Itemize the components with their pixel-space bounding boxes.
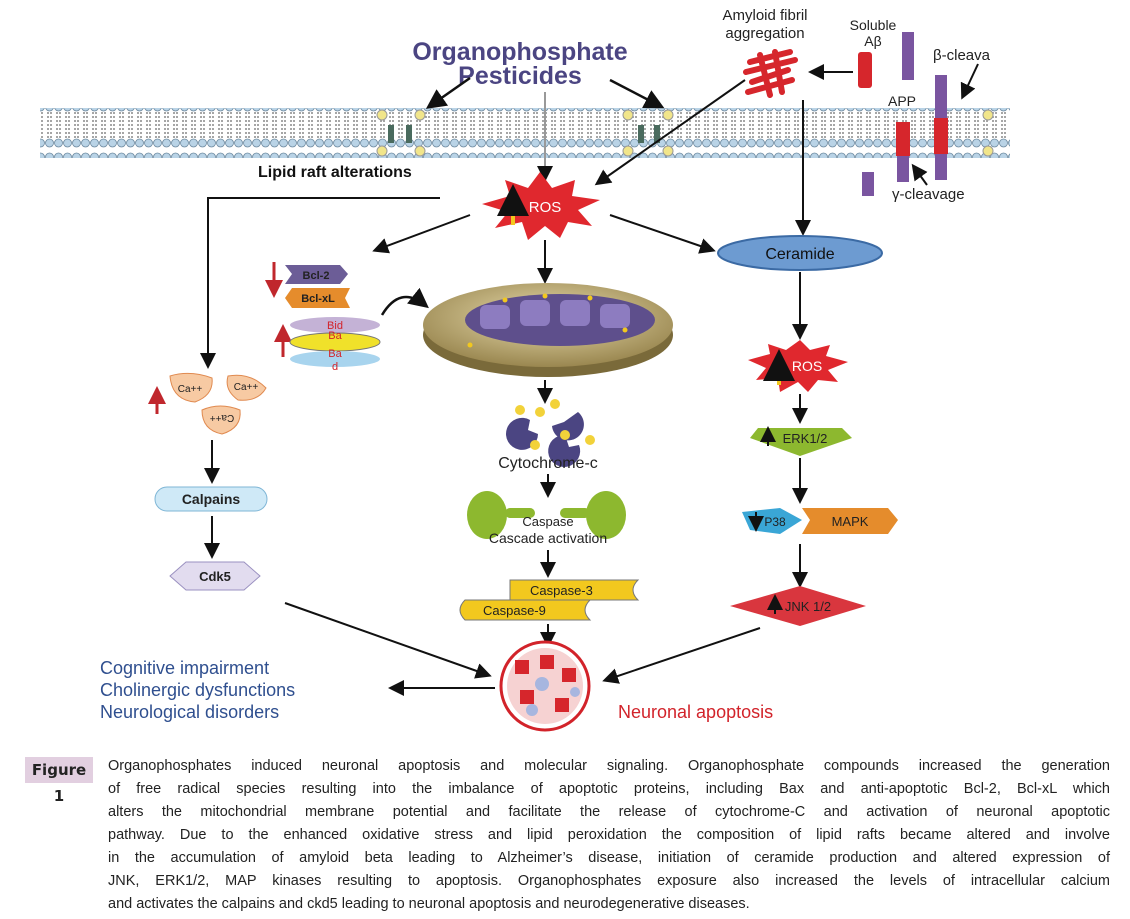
bclxl-label: Bcl-xL xyxy=(301,293,335,305)
bid-label: Bid xyxy=(327,320,343,332)
caption-line: JNK, ERK1/2, MAP kinases resulting to ap… xyxy=(108,873,1110,889)
calcium-label: Ca++ xyxy=(234,382,259,393)
bid-shape xyxy=(290,317,380,333)
jnk-shape xyxy=(730,586,866,626)
cytochrome-c-label: Cytochrome-c xyxy=(498,455,598,472)
bax-label: Ba xyxy=(328,330,342,342)
caption-line: pathway. Due to the enhanced oxidative s… xyxy=(108,827,1110,843)
caspase-label-2: Cascade activation xyxy=(489,530,607,546)
mitochondrion-icon xyxy=(423,283,673,377)
arrow xyxy=(609,78,665,109)
caption-line: of free radical species resulting into t… xyxy=(108,781,1110,797)
erk-label: ERK1/2 xyxy=(783,431,828,446)
lipid-raft-label: Lipid raft alterations xyxy=(258,164,412,181)
caspase-label-1: Caspase xyxy=(522,514,573,529)
ceramide-shape xyxy=(717,235,883,271)
app-fragment-icon xyxy=(902,32,914,80)
caption-line: in the accumulation of amyloid beta lead… xyxy=(108,850,1110,866)
bad-label-2: d xyxy=(332,361,338,373)
arrow xyxy=(911,163,928,186)
title-line2: Pesticides xyxy=(458,62,582,90)
arrow xyxy=(594,79,746,186)
amyloid-fibril-icon xyxy=(743,49,798,98)
app-red-segment xyxy=(934,118,948,154)
cdk5-shape xyxy=(169,561,261,591)
arrow xyxy=(425,76,471,109)
p38-label: P38 xyxy=(764,515,786,529)
bcl2-label: Bcl-2 xyxy=(303,270,330,282)
bad-shape xyxy=(290,351,380,367)
neuronal-apoptosis-label: Neuronal apoptosis xyxy=(618,702,773,722)
ceramide-label: Ceramide xyxy=(765,246,834,263)
cdk5-label: Cdk5 xyxy=(199,569,231,584)
calcium-label: Ca++ xyxy=(178,384,203,395)
gamma-cleavage-label: γ-cleavage xyxy=(892,186,965,203)
bclxl-shape xyxy=(285,288,350,308)
cell-membrane xyxy=(40,108,1010,158)
organophosphate-pathway-diagram: Organophosphate Pesticides Amyloid fibri… xyxy=(40,7,1010,732)
outcome-neurological: Neurological disorders xyxy=(100,702,279,722)
beta-cleavage-label: β-cleava xyxy=(933,47,991,64)
title-line1: Organophosphate xyxy=(412,38,627,66)
bcl2-shape xyxy=(285,265,348,284)
ros-label: ROS xyxy=(529,199,562,216)
caspase3-label: Caspase-3 xyxy=(530,583,593,598)
lipid-raft-left xyxy=(376,109,426,157)
caption-line: and activates the calpains and ckd5 lead… xyxy=(108,896,750,912)
figure-label: Figure 1 xyxy=(25,757,93,805)
amyloid-label-1: Amyloid fibril xyxy=(722,7,807,24)
caption-line: alters the mitochondrial membrane potent… xyxy=(108,804,1110,820)
calcium-ions-icon xyxy=(169,372,267,435)
arrow xyxy=(284,602,492,679)
caspase9-shape xyxy=(459,599,592,621)
arrow xyxy=(602,627,761,684)
outcome-cholinergic: Cholinergic dysfunctions xyxy=(100,680,295,700)
jnk-label: JNK 1/2 xyxy=(785,599,831,614)
mapk-label: MAPK xyxy=(832,514,869,529)
caspase3-shape xyxy=(509,579,640,601)
ros-secondary-label: ROS xyxy=(792,358,822,374)
mapk-shape xyxy=(802,508,898,534)
curved-arrow xyxy=(380,287,429,316)
caption-line: Organophosphates induced neuronal apopto… xyxy=(108,758,1110,774)
calpains-label: Calpains xyxy=(182,491,241,507)
soluble-label-1: Soluble xyxy=(850,17,897,33)
amyloid-label-2: aggregation xyxy=(725,25,804,42)
figure-caption: Organophosphates induced neuronal apopto… xyxy=(108,755,1110,916)
calcium-label: Ca++ xyxy=(210,412,235,423)
arrow xyxy=(200,197,440,369)
arrow xyxy=(609,214,716,254)
app-red-segment xyxy=(896,122,910,156)
cytochrome-c-icon xyxy=(506,399,595,467)
outcome-cognitive: Cognitive impairment xyxy=(100,658,269,678)
apoptotic-neuron-icon xyxy=(499,640,591,732)
caspase-icon xyxy=(467,491,626,539)
calpains-shape xyxy=(154,486,268,512)
bad-label-1: Ba xyxy=(328,348,342,360)
arrow xyxy=(372,214,471,254)
caspase9-label: Caspase-9 xyxy=(483,603,546,618)
soluble-label-2: Aβ xyxy=(864,33,881,49)
soluble-abeta-icon xyxy=(858,52,872,88)
lipid-raft-right xyxy=(622,109,994,157)
app-label: APP xyxy=(888,93,916,109)
app-fragment-icon xyxy=(862,172,874,196)
arrow xyxy=(960,63,979,100)
